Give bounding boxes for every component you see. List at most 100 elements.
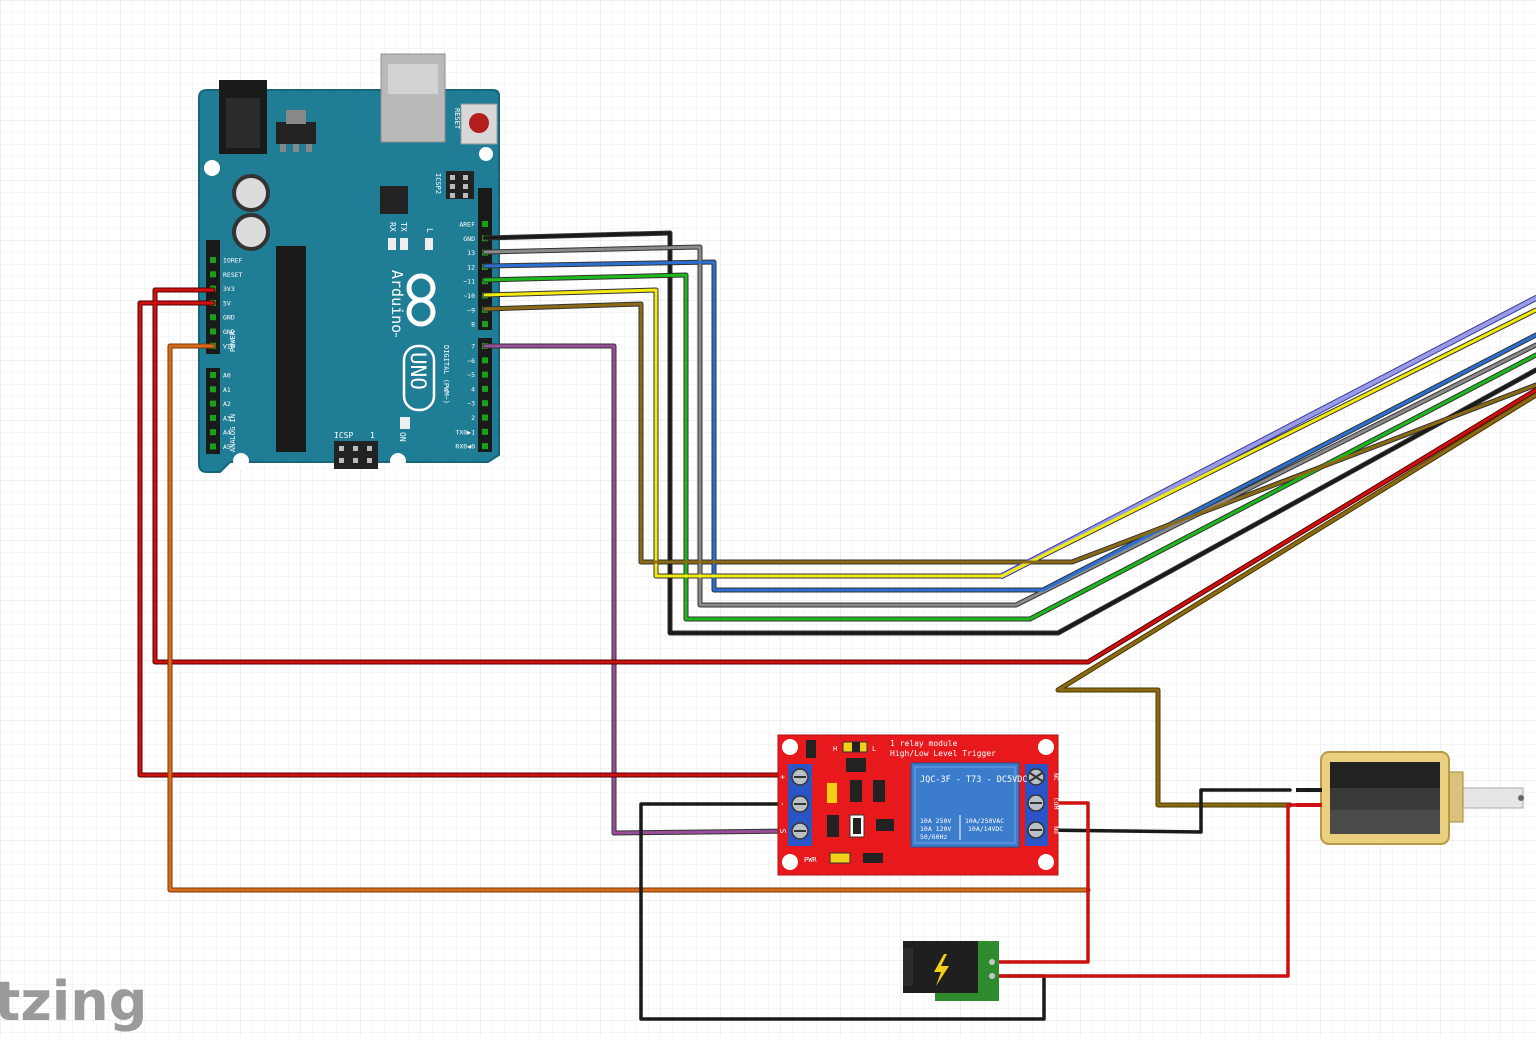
dc-barrel-jack xyxy=(226,98,260,148)
wire-lavender[interactable] xyxy=(1000,296,1536,578)
wire-pin11-green[interactable] xyxy=(483,273,1536,621)
solenoid-lead-red xyxy=(1296,803,1322,807)
usb-chip xyxy=(380,186,408,214)
mounting-hole xyxy=(782,739,798,755)
digital-pin[interactable] xyxy=(482,221,488,227)
arduino-logo-icon xyxy=(406,273,436,327)
wire-com-solenoid-black[interactable] xyxy=(1034,788,1292,834)
smd-component xyxy=(806,740,816,758)
dc-power-jack[interactable] xyxy=(903,941,999,1001)
digital-pin-label: AREF xyxy=(459,221,475,229)
power-pin[interactable] xyxy=(210,271,216,278)
power-bolt-icon xyxy=(934,954,949,986)
wire-vin-orange[interactable] xyxy=(168,344,1090,892)
jumper-h-label: H xyxy=(833,745,837,753)
relay-output-pin-label: NC xyxy=(1052,773,1060,781)
digital-pin[interactable] xyxy=(482,428,488,435)
relay-cube xyxy=(910,762,1020,848)
optocoupler-chip xyxy=(846,758,866,772)
wire-pin10-yellow[interactable] xyxy=(483,288,1536,578)
l-led xyxy=(425,238,433,250)
mounting-hole xyxy=(1038,739,1054,755)
wires[interactable] xyxy=(137,230,1536,1021)
analog-pin-label: A4 xyxy=(223,429,231,437)
rx-label: RX xyxy=(388,222,397,232)
jumper-l-label: L xyxy=(872,745,876,753)
mounting-hole xyxy=(390,453,406,469)
power-pin-label: GND xyxy=(223,314,235,322)
digital-pin[interactable] xyxy=(482,371,488,378)
voltage-regulator xyxy=(276,122,316,144)
digital-pin-label: ~3 xyxy=(467,400,475,408)
analog-pin[interactable] xyxy=(210,372,216,378)
relay-input-pin-label: S xyxy=(778,829,787,834)
digital-pin-label: 12 xyxy=(467,263,475,271)
digital-pin[interactable] xyxy=(482,385,488,392)
analog-pin[interactable] xyxy=(210,429,216,436)
digital-pin-label: ~5 xyxy=(467,371,475,379)
transistor xyxy=(876,819,894,831)
digital-pin-label: 13 xyxy=(467,249,475,257)
analog-pin-label: A1 xyxy=(223,386,231,394)
relay-rating-label: 10A/14VDC xyxy=(968,825,1003,833)
tx-led xyxy=(400,238,408,250)
relay-rating-label: 10A 120V xyxy=(920,825,951,833)
rx-led xyxy=(388,238,396,250)
icsp-pin1-label: 1 xyxy=(370,431,375,440)
power-pin-label: 3V3 xyxy=(223,285,235,293)
wire-pin9-brown[interactable] xyxy=(483,302,1536,564)
icsp-label: ICSP xyxy=(334,431,353,440)
analog-pin[interactable] xyxy=(210,386,216,393)
icsp2-label: ICSP2 xyxy=(434,173,442,194)
brand-label: Arduino xyxy=(388,270,406,333)
atmega-chip xyxy=(276,246,306,452)
power-label: POWER xyxy=(229,330,237,352)
usb-b-connector xyxy=(388,64,438,94)
mounting-hole xyxy=(782,854,798,870)
relay-model-label: JQC-3F - T73 - DC5VDC xyxy=(920,775,1027,785)
analog-pin-label: A5 xyxy=(223,443,231,451)
arduino-uno-board[interactable]: RESET ICSP2 ICSP 1 RX TX L Arduino ™ UNO… xyxy=(198,53,500,473)
digital-pin[interactable] xyxy=(482,400,488,407)
analog-pin[interactable] xyxy=(210,443,216,450)
power-pin[interactable] xyxy=(210,257,216,263)
digital-pin[interactable] xyxy=(482,357,488,364)
digital-pin[interactable] xyxy=(482,443,488,450)
wire-pin12-blue[interactable] xyxy=(483,260,1536,592)
digital-header-low xyxy=(478,338,492,452)
digital-pin-label: ~9 xyxy=(467,306,475,314)
wire-nc-jack-red[interactable] xyxy=(996,801,1090,964)
relay-input-pin-label: + xyxy=(778,775,787,780)
power-pin-label: 5V xyxy=(223,299,231,307)
wire-pin7-purple[interactable] xyxy=(483,344,800,835)
resistor xyxy=(850,780,862,802)
power-header xyxy=(206,240,220,354)
digital-pin-label: GND xyxy=(463,235,475,243)
digital-pin-label: 4 xyxy=(471,385,475,393)
solenoid-lead-black xyxy=(1296,788,1322,792)
wire-3v3-red[interactable] xyxy=(153,288,1536,664)
analog-pin[interactable] xyxy=(210,400,216,407)
resistor xyxy=(873,780,885,802)
relay-output-pin-label: COM xyxy=(1052,798,1060,810)
digital-pin[interactable] xyxy=(482,414,488,421)
power-pin[interactable] xyxy=(210,314,216,321)
reset-button[interactable] xyxy=(469,113,489,133)
mounting-hole xyxy=(233,453,249,469)
relay-subtitle: High/Low Level Trigger xyxy=(890,749,996,758)
digital-pin[interactable] xyxy=(482,321,488,328)
analog-pin[interactable] xyxy=(210,414,216,421)
digital-pin-label: 8 xyxy=(471,321,475,329)
solenoid-lock[interactable] xyxy=(1296,751,1524,845)
pwr-label: PWR xyxy=(804,856,817,864)
power-pin[interactable] xyxy=(210,328,216,335)
capacitor xyxy=(232,174,270,212)
relay-title: 1 relay module xyxy=(890,739,958,748)
wire-gnd-black[interactable] xyxy=(483,231,1536,635)
digital-pin-label: 2 xyxy=(471,414,475,422)
voltage-regulator xyxy=(286,110,306,124)
wire-5v-red[interactable] xyxy=(138,301,800,777)
